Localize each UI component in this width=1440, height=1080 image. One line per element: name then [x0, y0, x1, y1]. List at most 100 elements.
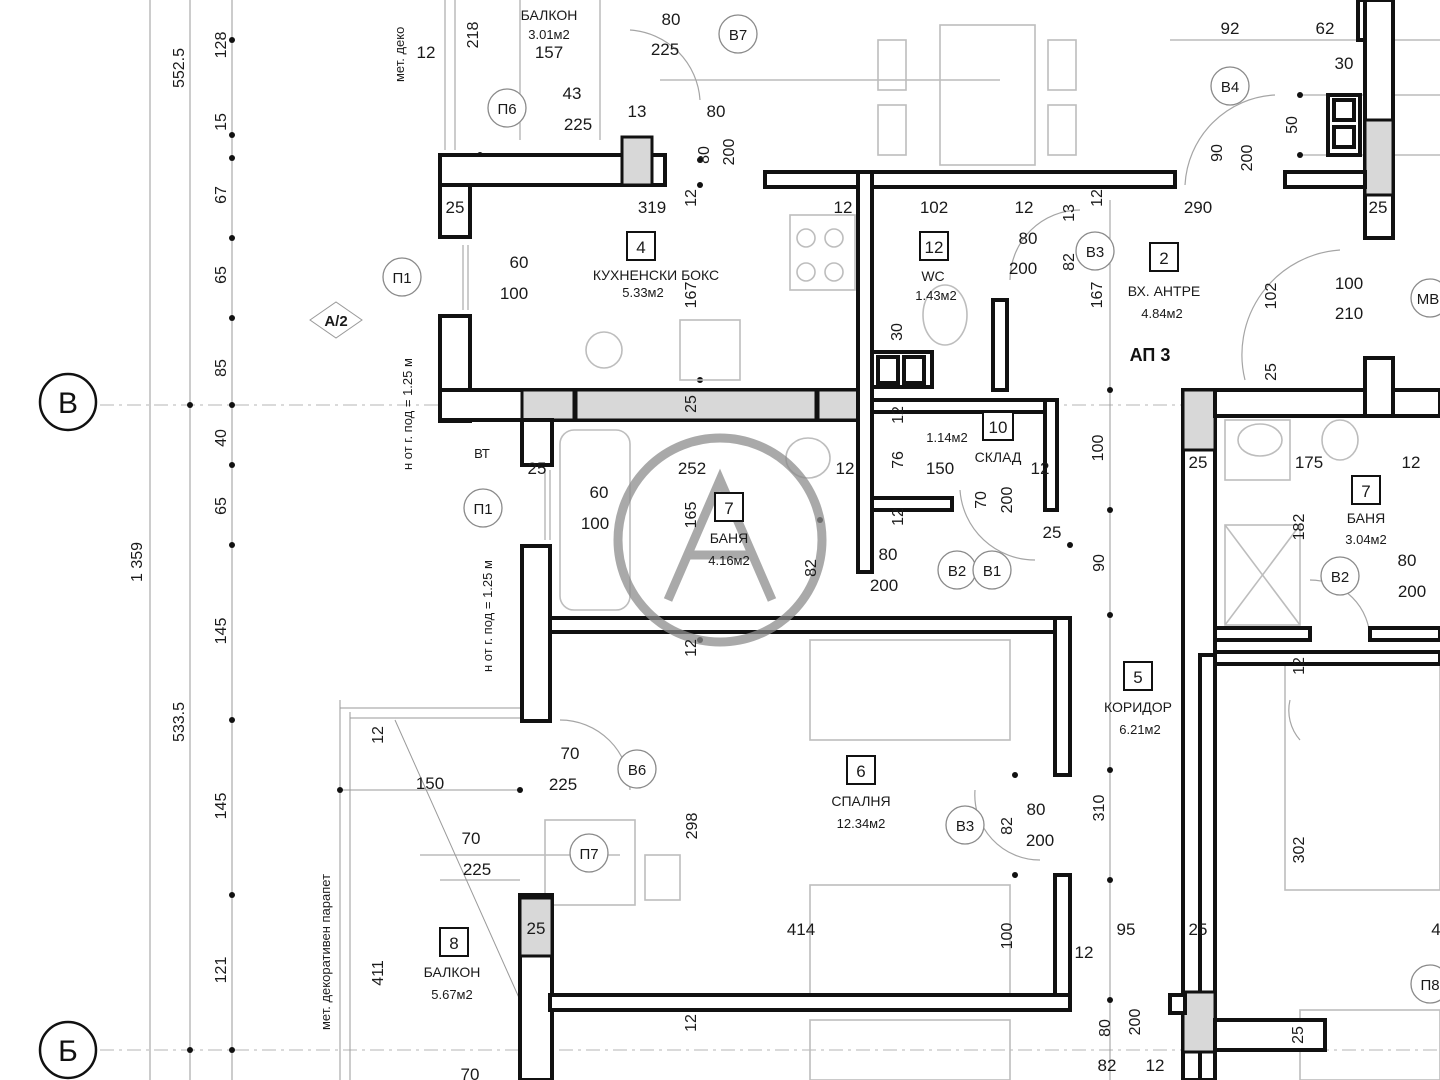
dim: 82 — [999, 817, 1016, 835]
dim: 25 — [528, 459, 547, 478]
dim: 62 — [1316, 19, 1335, 38]
opening-tag: П7 — [579, 846, 598, 863]
dim-lower: 533.5 — [171, 702, 188, 742]
dim: 210 — [1335, 304, 1363, 323]
dim-seg: 85 — [213, 359, 230, 377]
opening-markers: В7 В4 В3 В3 В2 В1 В2 В6 П6 П1 П1 П7 П8 М… — [382, 14, 1440, 1004]
opening-tag: В4 — [1221, 79, 1239, 96]
opening-tag: В2 — [948, 563, 966, 580]
dim: 167 — [1089, 282, 1106, 309]
dim: 82 — [803, 559, 820, 577]
room-name: СПАЛНЯ — [831, 793, 890, 809]
dim: 225 — [463, 860, 491, 879]
dim: 25 — [446, 198, 465, 217]
room-number: 2 — [1159, 249, 1168, 268]
room-area: 4.16м2 — [708, 553, 749, 568]
room-name: КОРИДОР — [1104, 699, 1172, 715]
dim: 200 — [1398, 582, 1426, 601]
axis-v-label: В — [58, 387, 78, 420]
dim: 252 — [678, 459, 706, 478]
dim-seg: 65 — [213, 266, 230, 284]
dim: 70 — [461, 1065, 480, 1080]
room-name: ВХ. АНТРЕ — [1128, 283, 1201, 299]
dim: 12 — [890, 508, 907, 526]
dim: 25 — [527, 919, 546, 938]
dim: 218 — [465, 22, 482, 49]
dim-seg: 145 — [213, 793, 230, 820]
room-name: КУХНЕНСКИ БОКС — [593, 267, 719, 283]
dim: 167 — [683, 282, 700, 309]
dim: 25 — [1290, 1026, 1307, 1044]
dim: 319 — [638, 198, 666, 217]
watermark-logo — [613, 433, 827, 647]
room-area: 6.21м2 — [1119, 722, 1160, 737]
dim: 182 — [1291, 514, 1308, 541]
room-number: 12 — [925, 238, 944, 257]
dim: 4 — [1431, 920, 1440, 939]
opening-tag: МВ — [1417, 291, 1440, 308]
dim: 12 — [834, 198, 853, 217]
dim: 100 — [999, 923, 1016, 950]
dim: 90 — [1209, 144, 1226, 162]
room-number: 6 — [856, 762, 865, 781]
dim: 80 — [1097, 1019, 1114, 1037]
walls — [438, 0, 1440, 1080]
opening-tag: П1 — [473, 501, 492, 518]
dim: 100 — [1335, 274, 1363, 293]
room-area: 1.14м2 — [926, 430, 967, 445]
dim: 298 — [684, 813, 701, 840]
dim-seg: 40 — [213, 429, 230, 447]
room-area: 1.43м2 — [915, 288, 956, 303]
dim: 200 — [1026, 831, 1054, 850]
dim: 13 — [1061, 204, 1078, 222]
dim: 302 — [1291, 837, 1308, 864]
note-height-1: н от г. под = 1.25 м — [400, 358, 415, 470]
dim: 12 — [1291, 657, 1308, 675]
dim: 200 — [999, 487, 1016, 514]
dim: 90 — [1091, 554, 1108, 572]
room-number: 4 — [636, 238, 645, 257]
dim: 12 — [1075, 943, 1094, 962]
dim: 80 — [707, 102, 726, 121]
dim: 12 — [1031, 459, 1050, 478]
dim: 13 — [628, 102, 647, 121]
note-height-2: н от г. под = 1.25 м — [480, 560, 495, 672]
opening-tag: ВТ — [474, 446, 490, 461]
room-area: 3.01м2 — [528, 27, 569, 42]
dim-seg: 145 — [213, 618, 230, 645]
dim: 12 — [683, 639, 700, 657]
dim: 12 — [1146, 1056, 1165, 1075]
dim-seg: 128 — [213, 32, 230, 59]
dim: 150 — [926, 459, 954, 478]
axis-b-label: Б — [58, 1035, 78, 1068]
dim-upper: 552.5 — [171, 48, 188, 88]
dim: 70 — [462, 829, 481, 848]
dim-seg: 15 — [213, 113, 230, 131]
room-area: 12.34м2 — [837, 816, 886, 831]
axis-markers: В Б А/2 — [38, 301, 363, 1080]
dim: 157 — [535, 43, 563, 62]
dim: 12 — [1089, 189, 1106, 207]
windows — [462, 245, 551, 540]
room-name: БАНЯ — [1347, 510, 1385, 526]
opening-tag: В7 — [729, 27, 747, 44]
room-number: 7 — [1361, 482, 1370, 501]
opening-tag: П8 — [1420, 977, 1439, 994]
room-area: 4.84м2 — [1141, 306, 1182, 321]
room-area: 5.67м2 — [431, 987, 472, 1002]
dim: 30 — [1335, 54, 1354, 73]
dim: 80 — [879, 545, 898, 564]
dim-seg: 121 — [213, 957, 230, 984]
dim: 25 — [1263, 363, 1280, 381]
dim: 82 — [1061, 253, 1078, 271]
room-name: БАЛКОН — [424, 964, 481, 980]
dim: 150 — [416, 774, 444, 793]
dim-seg: 67 — [213, 186, 230, 204]
opening-tag: В3 — [956, 818, 974, 835]
dim: 43 — [563, 84, 582, 103]
dim: 30 — [889, 323, 906, 341]
dim: 80 — [1019, 229, 1038, 248]
dim: 414 — [787, 920, 815, 939]
dim: 100 — [1090, 435, 1107, 462]
opening-tag: В6 — [628, 762, 646, 779]
